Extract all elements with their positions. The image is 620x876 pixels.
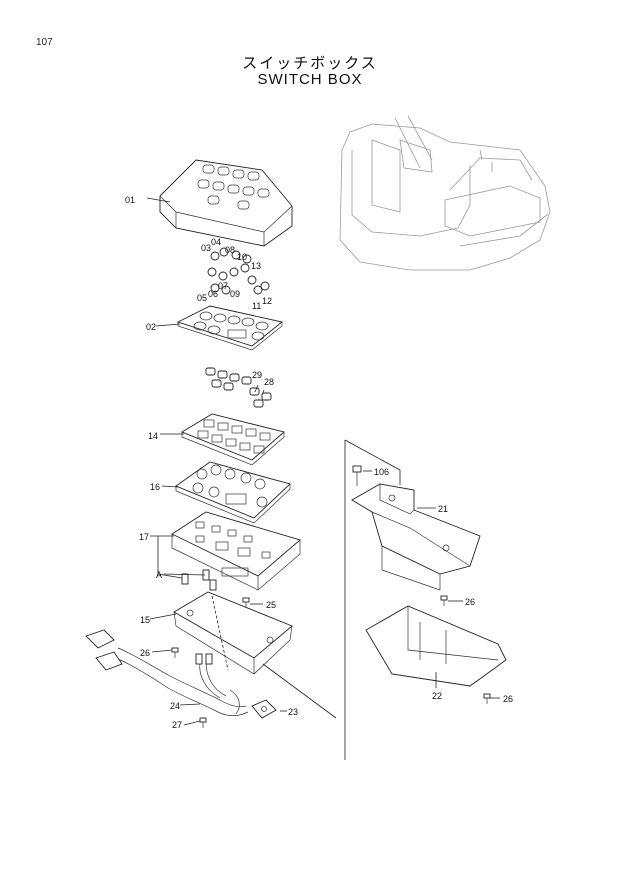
- callout-02: 02: [146, 322, 156, 332]
- callout-26-right-bottom: 26: [503, 694, 513, 704]
- machine-location-illustration: [339, 115, 551, 271]
- part-23-grommet: [251, 699, 277, 719]
- part-22-cover: [365, 605, 507, 687]
- title-japanese: スイッチボックス: [242, 54, 378, 72]
- callout-27: 27: [172, 720, 182, 730]
- part-14-switch-board: [180, 413, 285, 466]
- callout-17: 17: [139, 532, 149, 542]
- callout-21: 21: [438, 504, 448, 514]
- part-24-wire-harness: [85, 629, 249, 717]
- callout-08: 08: [225, 245, 235, 255]
- callout-04: 04: [211, 237, 221, 247]
- callout-labels: 01 02 03 04 05 06 07 08 09 10 11 12 13 1…: [125, 195, 513, 730]
- part-01-switch-cover: [159, 159, 293, 247]
- callout-24: 24: [170, 701, 180, 711]
- callout-29: 29: [252, 370, 262, 380]
- callout-12: 12: [262, 296, 272, 306]
- callout-26-left: 26: [140, 648, 150, 658]
- part-21-bracket: [351, 483, 481, 591]
- parts-03-13-knobs: [207, 247, 270, 295]
- page-number: 107: [36, 37, 53, 48]
- callout-25: 25: [266, 600, 276, 610]
- leader-lines: [146, 197, 500, 760]
- part-02-switch-plate: [176, 305, 284, 351]
- parts-28-29-caps: [205, 367, 272, 408]
- callout-26-right-top: 26: [465, 597, 475, 607]
- callout-11: 11: [252, 301, 261, 311]
- callout-a: A: [156, 570, 162, 580]
- part-15-case-bottom: [173, 569, 293, 675]
- callout-09: 09: [230, 289, 240, 299]
- callout-15: 15: [140, 615, 150, 625]
- callout-10: 10: [237, 252, 247, 262]
- callout-03: 03: [201, 243, 211, 253]
- callout-01: 01: [125, 195, 135, 205]
- callout-14: 14: [148, 431, 158, 441]
- callout-05: 05: [197, 293, 207, 303]
- callout-06: 06: [208, 289, 218, 299]
- callout-07: 07: [218, 281, 228, 291]
- callout-106: 106: [374, 467, 389, 477]
- callout-22: 22: [432, 691, 442, 701]
- callout-28: 28: [264, 377, 274, 387]
- part-16-gasket: [175, 461, 291, 524]
- callout-23: 23: [288, 707, 298, 717]
- title-english: SWITCH BOX: [257, 71, 363, 88]
- callout-13: 13: [251, 261, 261, 271]
- callout-16: 16: [150, 482, 160, 492]
- part-17-circuit-board: [171, 511, 301, 591]
